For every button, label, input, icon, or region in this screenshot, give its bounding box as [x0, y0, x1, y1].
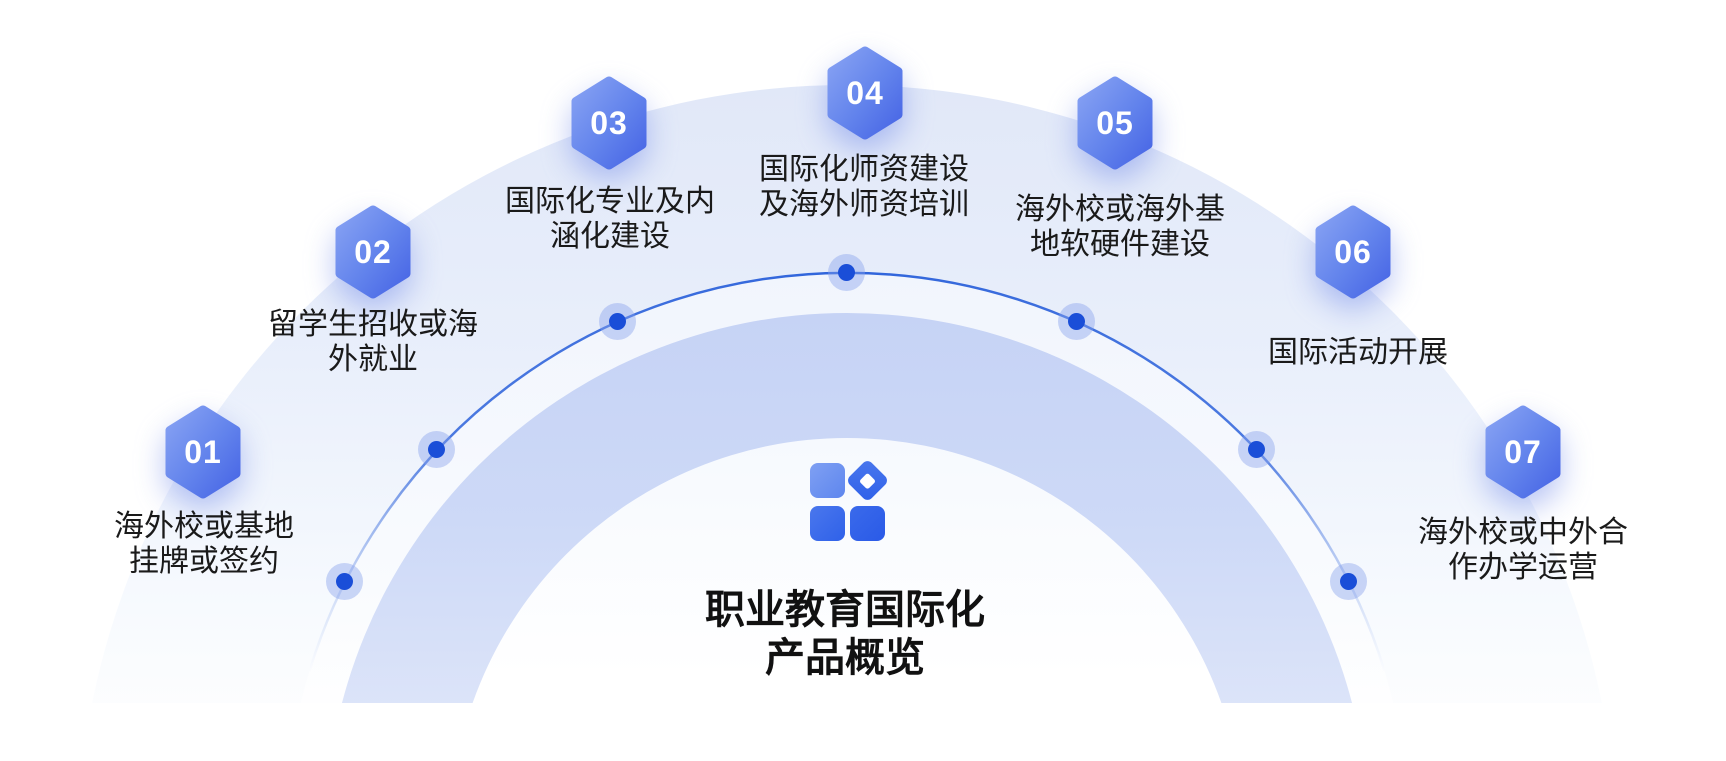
timeline-dot [326, 563, 363, 600]
step-badge-07: 07 [1482, 405, 1564, 499]
hexagon-icon [335, 205, 411, 299]
timeline-dot [828, 254, 865, 291]
step-label-03: 国际化专业及内 涵化建设 [505, 185, 715, 253]
step-badge-01: 01 [162, 405, 244, 499]
step-number: 02 [354, 233, 392, 270]
hexagon-icon [571, 76, 647, 170]
step-label-07: 海外校或中外合 作办学运营 [1418, 516, 1628, 584]
timeline-dot [599, 303, 636, 340]
grid-diamond-icon [806, 458, 892, 545]
hexagon-icon [1485, 405, 1561, 499]
step-badge-05: 05 [1074, 76, 1156, 170]
step-number: 06 [1334, 233, 1372, 270]
step-label-02: 留学生招收或海 外就业 [268, 308, 478, 376]
grid-square-bottom-right [850, 506, 885, 541]
step-badge-02: 02 [332, 205, 414, 299]
step-number: 05 [1096, 104, 1134, 141]
step-number: 04 [846, 74, 884, 111]
hexagon-icon [827, 46, 903, 140]
step-number: 07 [1504, 433, 1542, 470]
diagram-title: 职业教育国际化 产品概览 [705, 588, 985, 680]
step-badge-03: 03 [568, 76, 650, 170]
step-label-06: 国际活动开展 [1268, 336, 1448, 369]
step-badge-04: 04 [824, 46, 906, 140]
grid-square-bottom-left [810, 506, 845, 541]
step-number: 03 [590, 104, 628, 141]
timeline-dot [1238, 431, 1275, 468]
timeline-dot [1058, 303, 1095, 340]
step-label-05: 海外校或海外基 地软硬件建设 [1015, 193, 1225, 261]
hexagon-icon [1077, 76, 1153, 170]
diamond-shape [845, 458, 890, 503]
timeline-dot [418, 431, 455, 468]
grid-square-top-left [810, 463, 845, 498]
hexagon-icon [165, 405, 241, 499]
step-number: 01 [184, 433, 222, 470]
step-label-04: 国际化师资建设 及海外师资培训 [759, 153, 969, 221]
hexagon-icon [1315, 205, 1391, 299]
timeline-dot [1330, 563, 1367, 600]
step-label-01: 海外校或基地 挂牌或签约 [114, 510, 294, 578]
step-badge-06: 06 [1312, 205, 1394, 299]
